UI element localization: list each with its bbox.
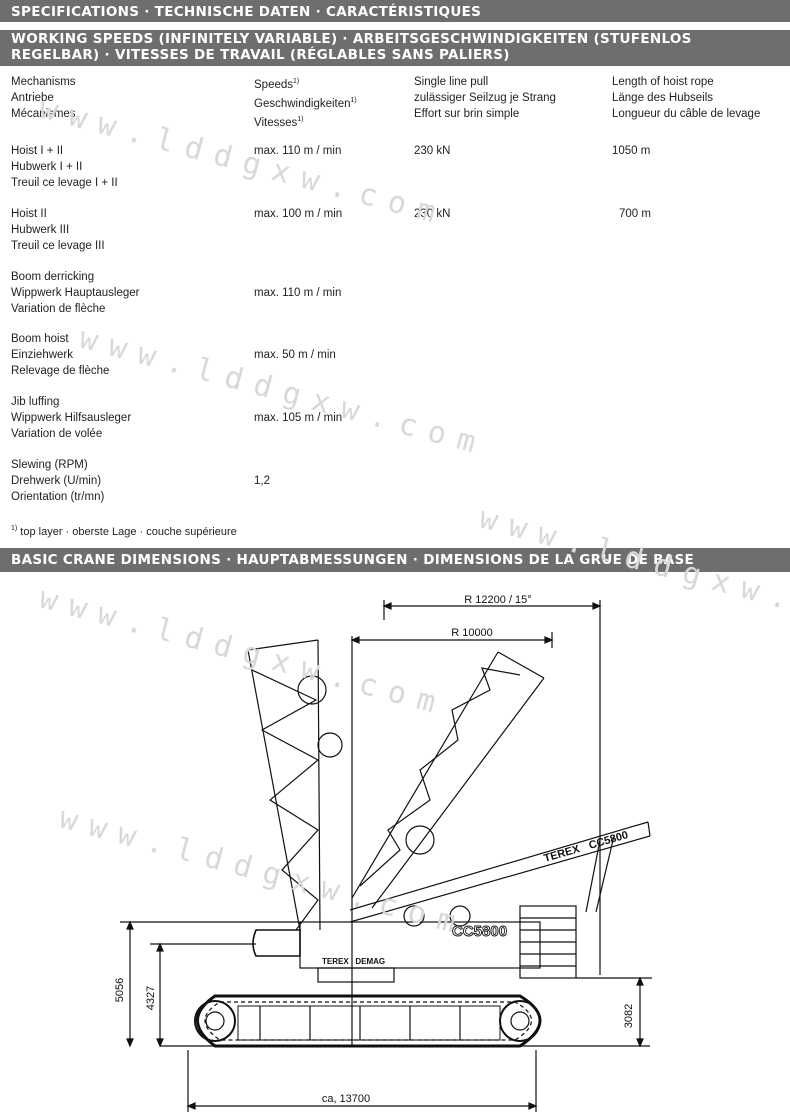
dimension-length: [186, 1050, 538, 1112]
row-speed: max. 110 m / min: [254, 145, 342, 157]
header-text: Antriebe: [11, 92, 54, 104]
row-label: Boom derricking: [11, 271, 95, 283]
footnote-text: top layer · oberste Lage · couche supéri…: [20, 526, 237, 538]
dimension-height-deck: [150, 942, 256, 1048]
column-header-rope: Length of hoist rope Länge des Hubseils …: [612, 74, 760, 122]
row-label: Hoist II: [11, 208, 47, 220]
back-mast-lattice: [247, 639, 343, 931]
footnote-mark: 1): [11, 525, 18, 532]
row-label: Treuil ce levage I + II: [11, 177, 118, 189]
crane-dimension-diagram: TEREX CC5800 TEREX | DEMAG CC5800 R 1220…: [114, 594, 652, 1112]
header-text: Speeds1): [254, 78, 300, 91]
header-text: Length of hoist rope: [612, 76, 714, 88]
row-speed: max. 50 m / min: [254, 349, 336, 361]
page-title: SPECIFICATIONS · TECHNISCHE DATEN · CARA…: [0, 0, 790, 22]
row-speed: max. 100 m / min: [254, 208, 343, 220]
header-text: Geschwindigkeiten1): [254, 97, 357, 110]
table-row: Hoist I + II Hubwerk I + II Treuil ce le…: [11, 143, 118, 191]
row-label: Relevage de flèche: [11, 365, 110, 377]
header-text: Longueur du câble de levage: [612, 108, 761, 120]
header-text: Vitesses1): [254, 116, 304, 129]
row-pull: 230 kN: [414, 145, 451, 157]
column-header-pull: Single line pull zulässiger Seilzug je S…: [414, 74, 556, 122]
row-rope: 1050 m: [612, 145, 651, 157]
footnote: 1) top layer · oberste Lage · couche sup…: [11, 525, 237, 538]
table-row: Jib luffing Wippwerk Hilfsausleger Varia…: [11, 394, 131, 442]
section-header-line: REGELBAR) · VITESSES DE TRAVAIL (RÉGLABL…: [11, 47, 510, 63]
main-boom-lattice: [351, 651, 545, 909]
row-label: Hubwerk I + II: [11, 161, 83, 173]
dimension-radius-10000: [350, 632, 554, 1046]
body-brand: TEREX | DEMAG: [322, 957, 385, 966]
header-text: Mechanisms: [11, 76, 76, 88]
row-label: Hubwerk III: [11, 224, 70, 236]
dimension-label: 3082: [623, 1004, 635, 1028]
row-label: Boom hoist: [11, 333, 69, 345]
crawler-track: [194, 994, 542, 1048]
dimension-height-total: [120, 920, 300, 1048]
table-row: Slewing (RPM) Drehwerk (U/min) Orientati…: [11, 457, 104, 505]
row-label: Variation de volée: [11, 428, 103, 440]
header-text: Single line pull: [414, 76, 489, 88]
section-header-line: WORKING SPEEDS (INFINITELY VARIABLE) · A…: [11, 31, 692, 47]
superstructure: [252, 905, 577, 983]
row-label: Wippwerk Hauptausleger: [11, 287, 140, 299]
row-label: Variation de flèche: [11, 303, 106, 315]
row-label: Hoist I + II: [11, 145, 64, 157]
row-label: Slewing (RPM): [11, 459, 88, 471]
column-header-speeds: Speeds1) Geschwindigkeiten1) Vitesses1): [254, 74, 357, 131]
table-row: Hoist II Hubwerk III Treuil ce levage II…: [11, 206, 105, 254]
section-header-dimensions: BASIC CRANE DIMENSIONS · HAUPTABMESSUNGE…: [0, 548, 790, 572]
section-header-working-speeds: WORKING SPEEDS (INFINITELY VARIABLE) · A…: [0, 30, 790, 66]
dimension-label: 5056: [114, 978, 126, 1002]
row-label: Wippwerk Hilfsausleger: [11, 412, 132, 424]
row-speed: max. 110 m / min: [254, 287, 342, 299]
table-row: Boom hoist Einziehwerk Relevage de flèch…: [11, 331, 109, 379]
dimension-label: 4327: [145, 986, 157, 1010]
table-row: Boom derricking Wippwerk Hauptausleger V…: [11, 269, 139, 317]
dimension-height-counterweight: [576, 976, 652, 1048]
column-header-mechanisms: Mechanisms Antriebe Mécanismes: [11, 74, 76, 122]
row-speed: 1,2: [254, 475, 270, 487]
row-rope: 700 m: [619, 208, 651, 220]
row-pull: 230 kN: [414, 208, 451, 220]
header-text: Effort sur brin simple: [414, 108, 520, 120]
dimension-label: R 10000: [451, 627, 493, 639]
dimension-radius-total: [382, 600, 602, 975]
header-text: Mécanismes: [11, 108, 76, 120]
row-label: Drehwerk (U/min): [11, 475, 102, 487]
dimension-label: R 12200 / 15°: [464, 594, 531, 606]
header-text: Länge des Hubseils: [612, 92, 714, 104]
row-label: Einziehwerk: [11, 349, 73, 361]
watermark: www.lddgxw.com: [75, 320, 492, 464]
dimension-label: ca, 13700: [322, 1093, 370, 1105]
row-speed: max. 105 m / min: [254, 412, 343, 424]
row-label: Treuil ce levage III: [11, 240, 105, 252]
row-label: Jib luffing: [11, 396, 60, 408]
row-label: Orientation (tr/mn): [11, 491, 105, 503]
header-text: zulässiger Seilzug je Strang: [414, 92, 556, 104]
body-model: CC5800: [452, 923, 507, 940]
